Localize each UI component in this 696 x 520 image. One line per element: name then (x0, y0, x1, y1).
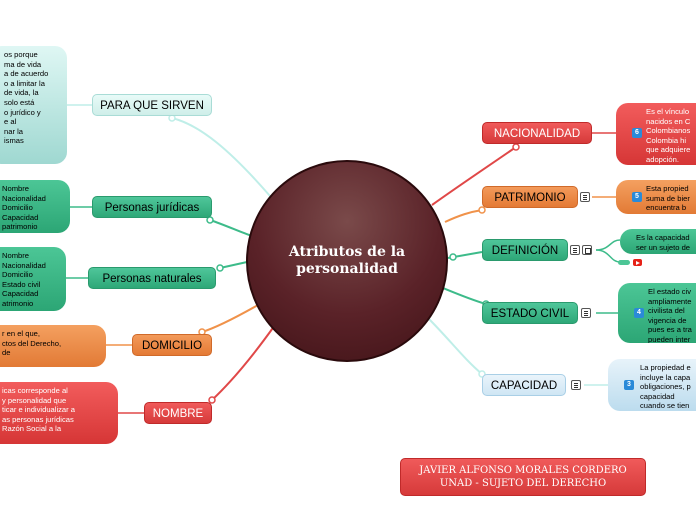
author-label[interactable]: JAVIER ALFONSO MORALES CORDERO UNAD - SU… (400, 458, 646, 496)
link-icon[interactable] (618, 260, 630, 265)
connector-personas-naturales (219, 261, 248, 269)
topic-estado-civil[interactable]: ESTADO CIVIL (482, 302, 578, 324)
connector-para-que-sirven (171, 117, 271, 197)
note-estado-civil[interactable]: El estado civ ampliamente civilista del … (618, 283, 696, 343)
topic-nombre[interactable]: NOMBRE (144, 402, 212, 424)
notes-icon[interactable] (570, 245, 580, 255)
notes-icon[interactable] (581, 308, 591, 318)
topic-patrimonio[interactable]: PATRIMONIO (482, 186, 578, 208)
topic-personas-naturales[interactable]: Personas naturales (88, 267, 216, 289)
note-nacionalidad[interactable]: Es el vínculo nacidos en C Colombianos C… (616, 103, 696, 165)
topic-personas-juridicas[interactable]: Personas jurídicas (92, 196, 212, 218)
note-patrimonio[interactable]: Esta propied suma de bier encuentra b (616, 180, 696, 214)
topic-para-que-sirven[interactable]: PARA QUE SIRVEN (92, 94, 212, 116)
note-capacidad-text: La propiedad e incluye la capa obligacio… (640, 363, 691, 411)
notes-icon[interactable] (571, 380, 581, 390)
note-personas-juridicas[interactable]: Nombre Nacionalidad Domicilio Capacidad … (0, 180, 70, 233)
topic-definicion[interactable]: DEFINICIÓN (482, 239, 568, 261)
note-para-que-sirven[interactable]: os porque ma de vida a de acuerdo o a li… (0, 46, 67, 164)
note-domicilio[interactable]: r en el que, ctos del Derecho, de (0, 325, 106, 367)
note-para-que-sirven-text: os porque ma de vida a de acuerdo o a li… (4, 50, 49, 146)
task-priority-badge: 5 (632, 192, 642, 202)
youtube-icon[interactable] (633, 259, 642, 266)
author-course: UNAD - SUJETO DEL DERECHO (439, 478, 607, 489)
note-personas-naturales[interactable]: Nombre Nacionalidad Domicilio Estado civ… (0, 247, 66, 311)
note-nacionalidad-text: Es el vínculo nacidos en C Colombianos C… (646, 107, 691, 164)
connector-capacidad (427, 317, 483, 375)
central-topic[interactable]: Atributos de la personalidad (246, 160, 448, 362)
note-personas-juridicas-text: Nombre Nacionalidad Domicilio Capacidad … (2, 184, 46, 232)
topic-nacionalidad[interactable]: NACIONALIDAD (482, 122, 592, 144)
attachment-icon[interactable] (582, 245, 592, 255)
connector-personas-juridicas (209, 219, 253, 237)
topic-domicilio[interactable]: DOMICILIO (132, 334, 212, 356)
task-priority-badge: 6 (632, 128, 642, 138)
task-priority-badge: 3 (624, 380, 634, 390)
task-priority-badge: 4 (634, 308, 644, 318)
connector-nacionalidad (431, 146, 517, 206)
connector-domicilio (201, 304, 259, 333)
central-topic-title: Atributos de la personalidad (288, 244, 406, 277)
note-nombre-text: icas corresponde al y personalidad que t… (2, 386, 76, 434)
note-domicilio-text: r en el que, ctos del Derecho, de (2, 329, 62, 358)
note-capacidad[interactable]: La propiedad e incluye la capa obligacio… (608, 359, 696, 411)
author-name: JAVIER ALFONSO MORALES CORDERO (419, 465, 627, 476)
connector-patrimonio (444, 209, 483, 223)
note-patrimonio-text: Esta propied suma de bier encuentra b (646, 184, 690, 213)
connector-estado-civil (442, 287, 487, 305)
connector-nombre (211, 324, 276, 401)
notes-icon[interactable] (580, 192, 590, 202)
note-nombre[interactable]: icas corresponde al y personalidad que t… (0, 382, 118, 444)
note-personas-naturales-text: Nombre Nacionalidad Domicilio Estado civ… (2, 251, 46, 308)
note-definicion-text: Es la capacidad ser un sujeto de (636, 233, 691, 252)
note-estado-civil-text: El estado civ ampliamente civilista del … (648, 287, 692, 343)
note-definicion[interactable]: Es la capacidad ser un sujeto de (620, 229, 696, 254)
topic-capacidad[interactable]: CAPACIDAD (482, 374, 566, 396)
